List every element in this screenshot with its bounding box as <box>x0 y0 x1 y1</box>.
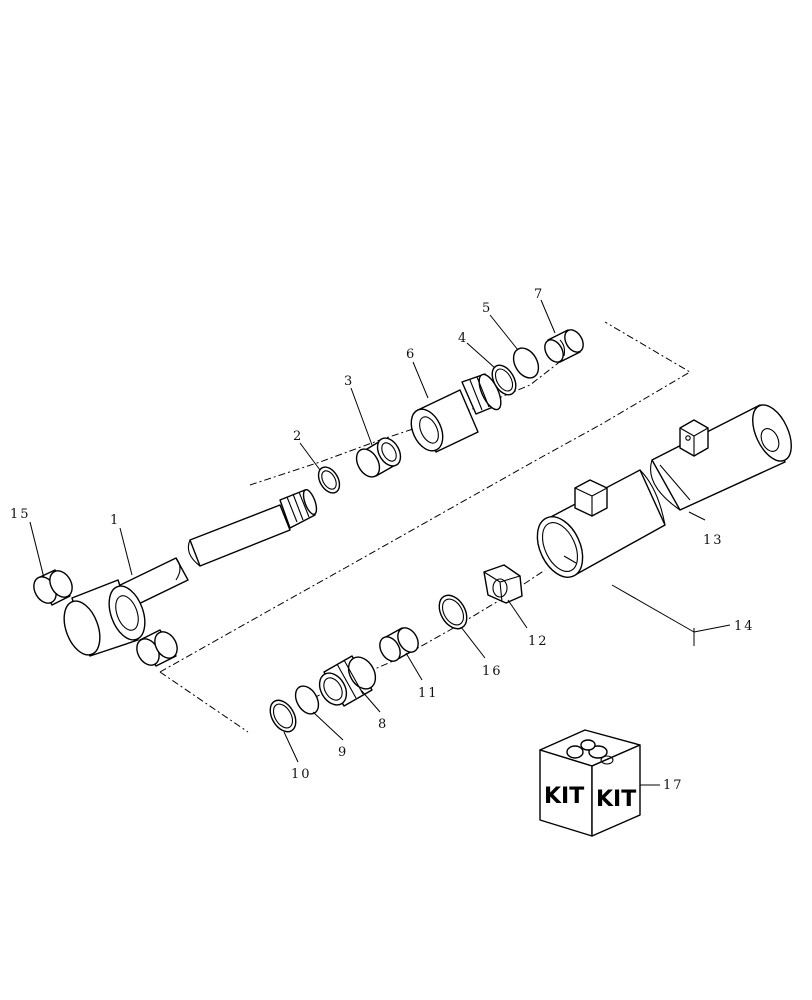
part-5-seal-disc <box>512 347 540 379</box>
callout-12: 12 <box>528 634 549 649</box>
callout-10: 10 <box>291 767 312 782</box>
part-17-kit-box: KIT KIT <box>539 729 641 837</box>
part-2-ring <box>317 466 341 494</box>
callouts: 15 1 2 3 6 4 5 7 13 14 12 16 11 8 9 10 1… <box>10 287 755 793</box>
part-6-piston <box>410 373 502 453</box>
part-4-ring <box>491 364 517 396</box>
part-13-cylinder-tube <box>650 404 792 511</box>
part-15-bushing <box>33 569 73 606</box>
part-1-rod-eye <box>63 557 189 657</box>
callout-13: 13 <box>703 533 724 548</box>
kit-label-right: KIT <box>596 787 636 812</box>
leader-lines <box>29 299 731 786</box>
callout-4: 4 <box>458 331 468 346</box>
part-8-seal-pack <box>318 655 377 707</box>
callout-9: 9 <box>338 745 348 760</box>
callout-17: 17 <box>663 778 684 793</box>
callout-16: 16 <box>482 664 503 679</box>
kit-label-left: KIT <box>544 784 584 809</box>
part-11-split-ring <box>379 627 419 662</box>
callout-14: 14 <box>734 619 755 634</box>
piston-rod <box>187 488 318 567</box>
callout-7: 7 <box>534 287 544 302</box>
callout-8: 8 <box>378 717 388 732</box>
part-12-nut <box>483 564 523 604</box>
callout-15: 15 <box>10 507 31 522</box>
part-14-barrel <box>536 469 666 578</box>
part-3-wear-ring <box>355 437 402 478</box>
callout-2: 2 <box>293 429 303 444</box>
callout-6: 6 <box>406 347 416 362</box>
callout-11: 11 <box>418 686 439 701</box>
callout-3: 3 <box>344 374 354 389</box>
part-16-ring <box>438 594 468 630</box>
part-15-bushing-lower <box>136 629 178 667</box>
callout-5: 5 <box>482 301 492 316</box>
callout-1: 1 <box>110 513 120 528</box>
part-9-disc <box>294 685 320 715</box>
part-7-bushing <box>544 329 584 363</box>
part-10-ring <box>269 699 297 733</box>
